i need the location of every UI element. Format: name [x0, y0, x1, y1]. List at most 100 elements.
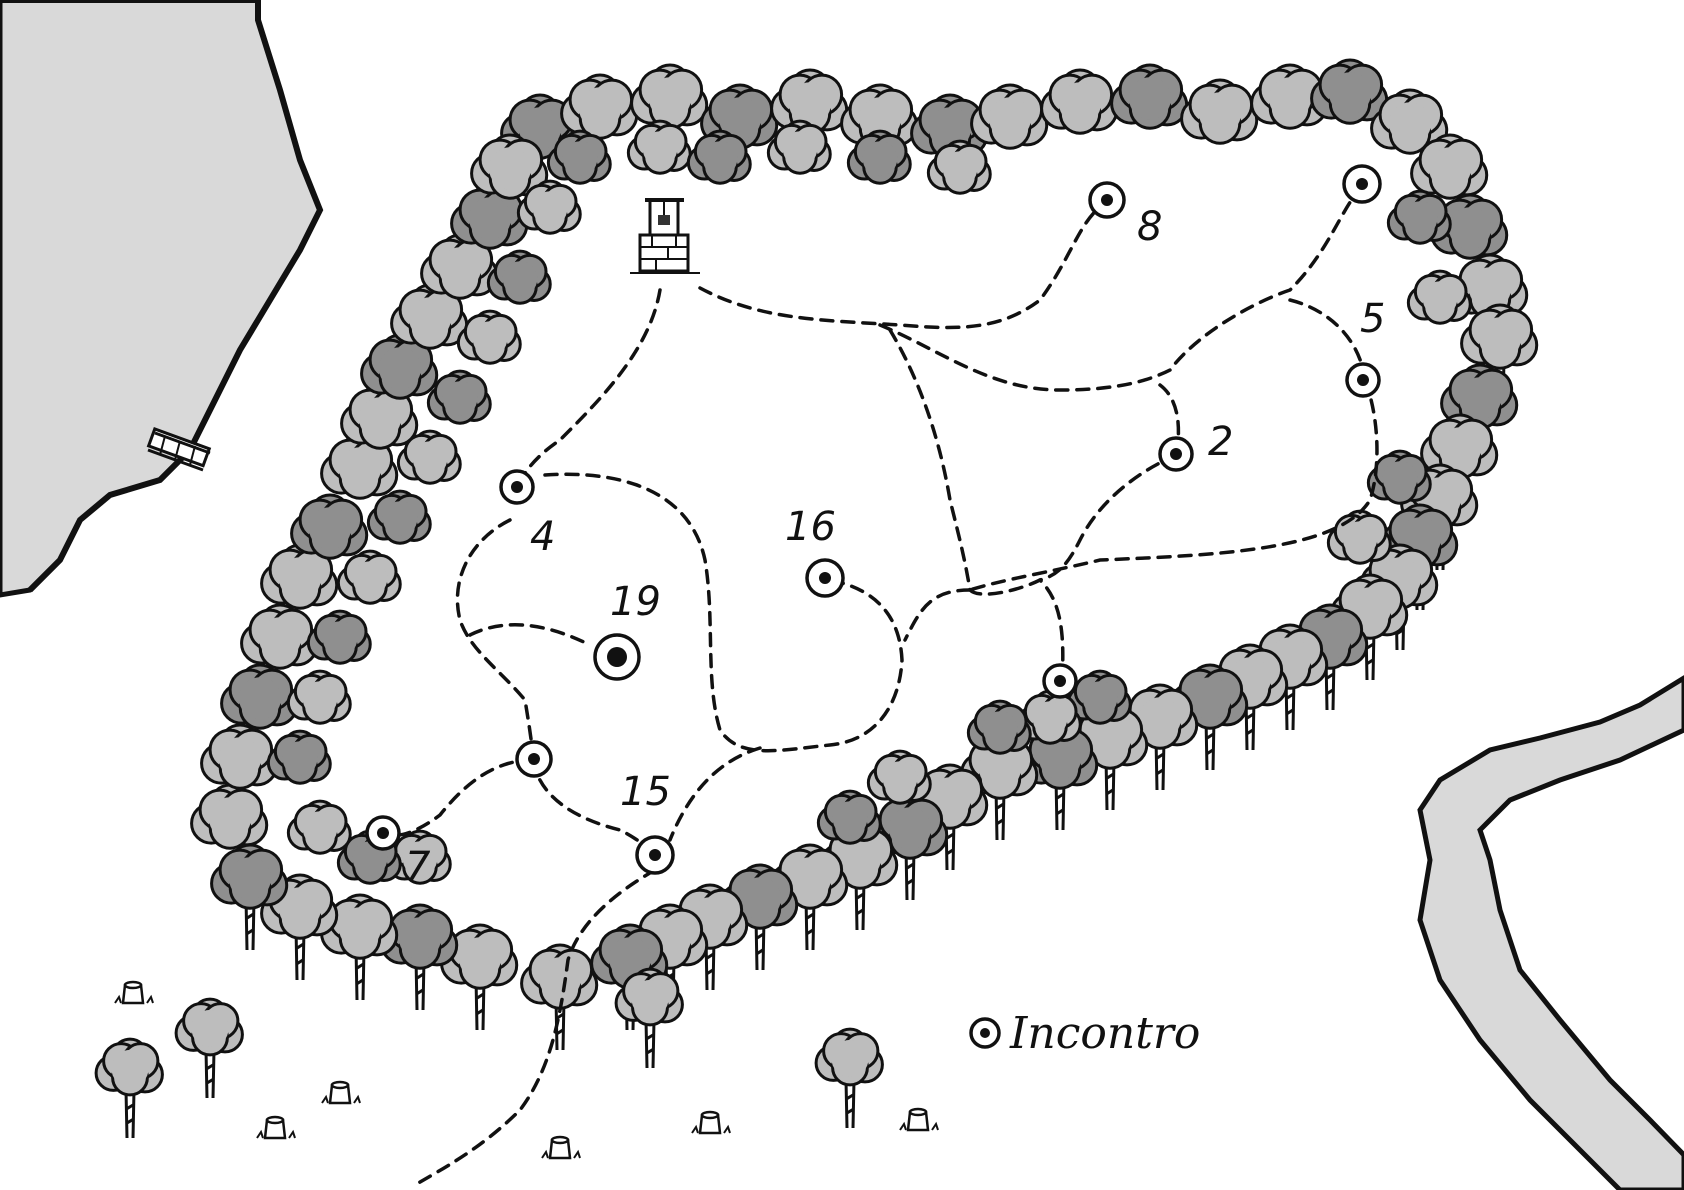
tree-trunk: [204, 1049, 216, 1099]
tree-crown: [846, 129, 912, 185]
tree-crown: [516, 179, 582, 235]
trail: [455, 518, 535, 759]
tree-trunk: [1364, 627, 1376, 681]
tree-trunk: [1104, 757, 1116, 811]
legend: Incontro: [969, 1008, 1200, 1059]
tree-trunk: [1244, 697, 1256, 751]
tree-stump: [541, 1135, 581, 1160]
tree-crown: [1430, 193, 1509, 260]
tree-crown: [390, 283, 469, 350]
tree-crown: [926, 139, 992, 195]
tree-trunk: [1154, 737, 1166, 791]
trail: [668, 746, 762, 842]
encounter-markers: [365, 164, 1382, 875]
tree-crown: [320, 433, 399, 500]
tree-crown: [174, 997, 244, 1057]
lake: [0, 0, 324, 598]
encounter-marker-8[interactable]: [1088, 181, 1126, 219]
tree-trunk: [414, 957, 426, 1011]
bridge-icon: [146, 427, 212, 472]
encounter-marker-2[interactable]: [1158, 436, 1194, 472]
tree-crown: [966, 699, 1032, 755]
tree-trunk: [244, 897, 256, 951]
marker-label: 5: [1360, 296, 1385, 342]
tree-crown: [190, 783, 269, 850]
trail: [1038, 453, 1179, 582]
marker-label: 19: [610, 579, 661, 625]
tree-trunk: [1054, 777, 1066, 831]
tree-crown: [1366, 449, 1432, 505]
tree-crown: [306, 609, 372, 665]
tree-crown: [1440, 363, 1519, 430]
encounter-marker-15[interactable]: [635, 835, 675, 875]
tree-crown: [420, 233, 499, 300]
trail: [968, 378, 1379, 592]
forest-border: [190, 58, 1539, 1051]
encounter-marker-4[interactable]: [499, 469, 535, 505]
tree-crown: [1386, 189, 1452, 245]
marker-labels: 8 5 2 4 16 19 7 15: [405, 204, 1385, 890]
tree-trunk: [944, 817, 956, 871]
tree-trunk: [124, 1089, 136, 1139]
encounter-marker-se[interactable]: [1042, 663, 1078, 699]
marker-label: 8: [1137, 204, 1162, 250]
tree-crown: [520, 943, 599, 1010]
encounter-marker-ne[interactable]: [1342, 164, 1382, 204]
tree-crown: [396, 429, 462, 485]
tree-crown: [866, 749, 932, 805]
tree-crown: [450, 183, 529, 250]
trail: [396, 758, 535, 837]
tree-trunk: [704, 937, 716, 991]
tree-crown: [1016, 689, 1082, 745]
trail: [698, 203, 1105, 330]
marker-label: 15: [620, 769, 671, 815]
tree-crown: [560, 73, 639, 140]
tree-crown: [1310, 58, 1389, 125]
tree-trunk: [994, 787, 1006, 841]
tree-trunk: [644, 1019, 656, 1069]
tree-stump: [321, 1080, 361, 1105]
encounter-marker-7[interactable]: [365, 815, 401, 851]
tree-trunk: [844, 1079, 856, 1129]
tree-crown: [1110, 63, 1189, 130]
encounter-marker-16[interactable]: [805, 558, 845, 598]
tree-crown: [770, 68, 849, 135]
tree-crown: [840, 83, 919, 150]
tree-crown: [366, 489, 432, 545]
tree-crown: [380, 903, 459, 970]
tree-crown: [1180, 78, 1259, 145]
tree-crown: [286, 669, 352, 725]
tree-crown: [286, 799, 352, 855]
tree-crown: [94, 1037, 164, 1097]
tree-crown: [320, 893, 399, 960]
encounter-marker-mid[interactable]: [515, 740, 553, 778]
encounter-marker-19[interactable]: [593, 633, 641, 681]
tree-crown: [260, 543, 339, 610]
tree-crown: [200, 723, 279, 790]
tree-trunk: [754, 917, 766, 971]
trail: [543, 472, 904, 753]
tree-crown: [486, 249, 552, 305]
marker-label: 16: [785, 504, 836, 550]
tree-trunk: [804, 897, 816, 951]
tree-trunk: [294, 927, 306, 981]
tree-crown: [210, 843, 289, 910]
tree-crown: [1066, 669, 1132, 725]
tree-crown: [336, 549, 402, 605]
well-icon: [630, 198, 700, 274]
tree-crown: [456, 309, 522, 365]
tree-stump: [899, 1107, 939, 1132]
trail: [878, 183, 1365, 392]
tree-trunk: [1204, 717, 1216, 771]
tree-crown: [1410, 133, 1489, 200]
river: [1417, 675, 1684, 1190]
tree-crown: [1380, 503, 1459, 570]
trail: [888, 328, 1065, 682]
tree-crown: [1040, 68, 1119, 135]
tree-trunk: [904, 847, 916, 901]
tree-crown: [386, 829, 452, 885]
encounter-marker-5[interactable]: [1345, 362, 1381, 398]
tree-trunk: [354, 947, 366, 1001]
tree-crown: [426, 369, 492, 425]
trail: [468, 623, 592, 647]
